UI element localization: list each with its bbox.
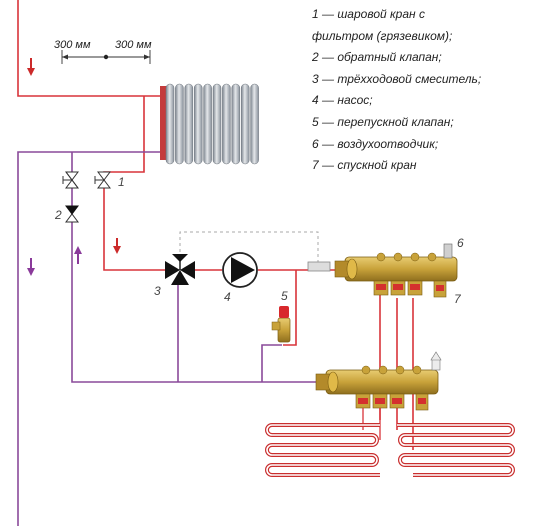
- callout-2: 2: [54, 208, 62, 222]
- legend-list: 1 — шаровой кран с фильтром (грязевиком)…: [312, 4, 534, 177]
- temperature-sensor: [307, 261, 331, 272]
- radiator-section: [222, 83, 231, 165]
- supply-manifold: [334, 243, 458, 298]
- pump-icon: [222, 252, 258, 288]
- supply-arrow-branch: [113, 238, 121, 254]
- return-pipes: [17, 151, 318, 526]
- radiator-section: [250, 83, 259, 165]
- radiator-section: [203, 83, 212, 165]
- legend-item: 4 — насос;: [312, 93, 373, 108]
- callout-4: 4: [224, 290, 231, 304]
- legend-item: 3 — трёхходовой смеситель;: [312, 71, 482, 86]
- flow-arrows: [27, 58, 121, 276]
- ball-valve-return: [62, 171, 79, 189]
- supply-arrow-top: [27, 58, 35, 76]
- radiator-section: [212, 83, 222, 165]
- three-way-mixer: [165, 254, 195, 285]
- floor-heating-loop-left: [265, 423, 380, 477]
- floor-heating-loop-right: [397, 423, 515, 477]
- legend-item: 5 — перепускной клапан;: [312, 114, 454, 129]
- radiator-section: [193, 83, 203, 165]
- ball-valve-with-filter: [94, 171, 111, 189]
- callout-3: 3: [154, 284, 161, 298]
- radiator: [160, 83, 259, 165]
- dashed-control-line: [179, 231, 319, 262]
- legend-item: 7 — спускной кран: [312, 158, 417, 173]
- return-arrow-up: [74, 246, 82, 264]
- dimension-right-label: 300 мм: [115, 39, 152, 51]
- radiator-section: [231, 83, 241, 165]
- legend-item: фильтром (грязевиком);: [312, 28, 453, 43]
- legend-item: 1 — шаровой кран с: [312, 7, 425, 21]
- callout-7: 7: [454, 292, 462, 306]
- callout-6: 6: [457, 236, 464, 250]
- return-arrow-down: [27, 258, 35, 276]
- dimension-left-label: 300 мм: [54, 39, 91, 51]
- callout-1: 1: [118, 175, 125, 189]
- radiator-section: [184, 83, 194, 165]
- legend-item: 6 — воздухоотводчик;: [312, 136, 439, 151]
- radiator-section: [240, 83, 250, 165]
- callout-5: 5: [281, 289, 288, 303]
- check-valve: [65, 205, 79, 223]
- radiator-section: [165, 83, 175, 165]
- legend-item: 2 — обратный клапан;: [312, 50, 442, 65]
- radiator-section: [175, 83, 184, 165]
- bypass-valve: [271, 306, 291, 343]
- dimension-marker: 300 мм 300 мм: [54, 39, 152, 64]
- supply-pipes: [17, 0, 414, 450]
- return-manifold: [315, 351, 442, 411]
